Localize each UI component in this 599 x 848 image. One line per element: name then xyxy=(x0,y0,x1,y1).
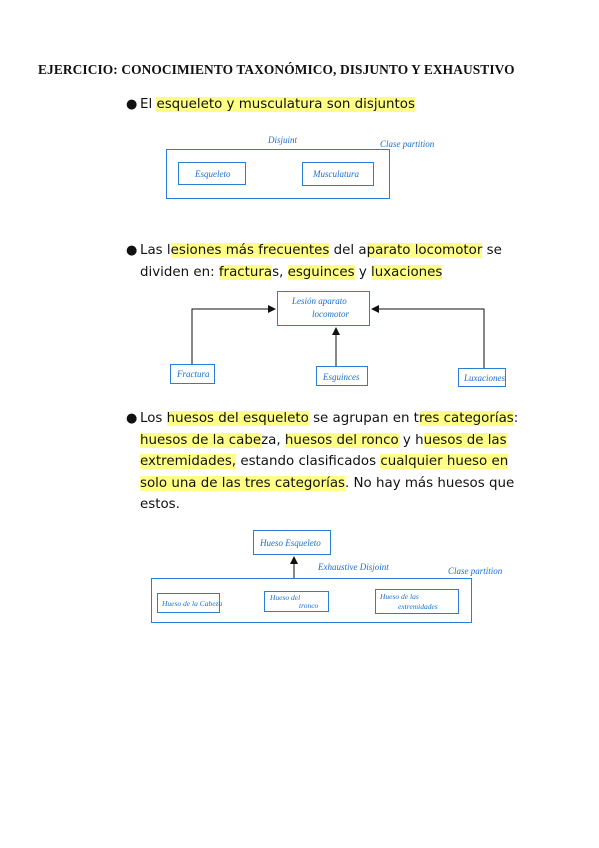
text: Las l xyxy=(140,243,171,258)
box-label: Esguinces xyxy=(323,372,360,382)
box-hueso-cabeza: Hueso de la Cabeza xyxy=(157,593,223,613)
text: : xyxy=(513,411,519,426)
box-label: Luxaciones xyxy=(464,373,505,383)
bullet-dot: ● xyxy=(126,243,138,258)
text: y h xyxy=(398,432,424,448)
box-hueso-tronco: Hueso del tronco xyxy=(264,591,329,612)
box-label: Esqueleto xyxy=(195,169,231,179)
highlight: esqueleto y musculatura son disjuntos xyxy=(156,97,415,112)
box-musculatura: Musculatura xyxy=(302,162,374,186)
box-label: locomotor xyxy=(312,309,349,319)
box-hueso-extremidades: Hueso de las extremidades xyxy=(375,589,459,614)
text: del a xyxy=(329,243,367,258)
bullet-dot: ● xyxy=(126,411,138,426)
box-label: Fractura xyxy=(177,369,210,379)
text: y xyxy=(354,264,372,280)
text: El xyxy=(140,97,157,112)
box-label: Hueso de la Cabeza xyxy=(162,599,223,608)
text: s, xyxy=(272,264,288,280)
page-title: EJERCICIO: CONOCIMIENTO TAXONÓMICO, DISJ… xyxy=(38,62,515,77)
bullet-3: ● Los huesos del esqueleto se agrupan en… xyxy=(126,408,520,516)
box-label: Lesión aparato xyxy=(292,296,347,306)
box-luxaciones: Luxaciones xyxy=(458,368,506,387)
class-partition-label: Clase partition xyxy=(448,566,503,576)
highlight: huesos del esqueleto xyxy=(166,411,309,426)
text: estando clasificados xyxy=(236,454,381,469)
highlight: huesos de la cabe xyxy=(140,432,262,448)
arrow-luxaciones xyxy=(371,305,485,368)
bullet-2: ● Las lesiones más frecuentes del aparat… xyxy=(126,240,520,283)
arrow-fractura xyxy=(191,305,276,364)
text: . No hay más huesos que estos. xyxy=(140,475,515,513)
highlight: esiones más frecuentes xyxy=(170,243,330,258)
text: Los xyxy=(140,411,167,426)
text: se dividen en: xyxy=(140,243,502,280)
box-label: Hueso Esqueleto xyxy=(260,538,321,548)
class-partition-label: Clase partition xyxy=(380,139,435,149)
box-esguinces: Esguinces xyxy=(316,366,368,386)
box-label: Musculatura xyxy=(313,169,359,179)
highlight: huesos del ronco xyxy=(284,432,399,448)
highlight: fractura xyxy=(218,264,273,280)
highlight: luxaciones xyxy=(371,264,443,280)
highlight: parato locomotor xyxy=(366,243,483,258)
box-label: Hueso de las xyxy=(380,592,419,601)
box-lesion-root: Lesión aparato locomotor xyxy=(277,291,370,326)
highlight: esguinces xyxy=(287,264,355,280)
exhaustive-disjoint-label: Exhaustive Disjoint xyxy=(318,562,389,572)
highlight: res categorías xyxy=(418,411,514,426)
bullet-1: ● El esqueleto y musculatura son disjunt… xyxy=(126,94,520,116)
box-hueso-esqueleto: Hueso Esqueleto xyxy=(253,530,331,555)
box-label: extremidades xyxy=(398,602,438,611)
text: za, xyxy=(261,432,285,448)
box-esqueleto: Esqueleto xyxy=(178,162,246,185)
disjoint-label: Disjuint xyxy=(268,135,298,145)
text: se agrupan en t xyxy=(308,411,419,426)
bullet-dot: ● xyxy=(126,97,138,112)
box-label: Hueso del xyxy=(270,593,301,602)
partition-box xyxy=(151,578,472,623)
box-label: tronco xyxy=(299,601,319,610)
partition-box xyxy=(166,149,390,199)
box-fractura: Fractura xyxy=(170,364,215,384)
